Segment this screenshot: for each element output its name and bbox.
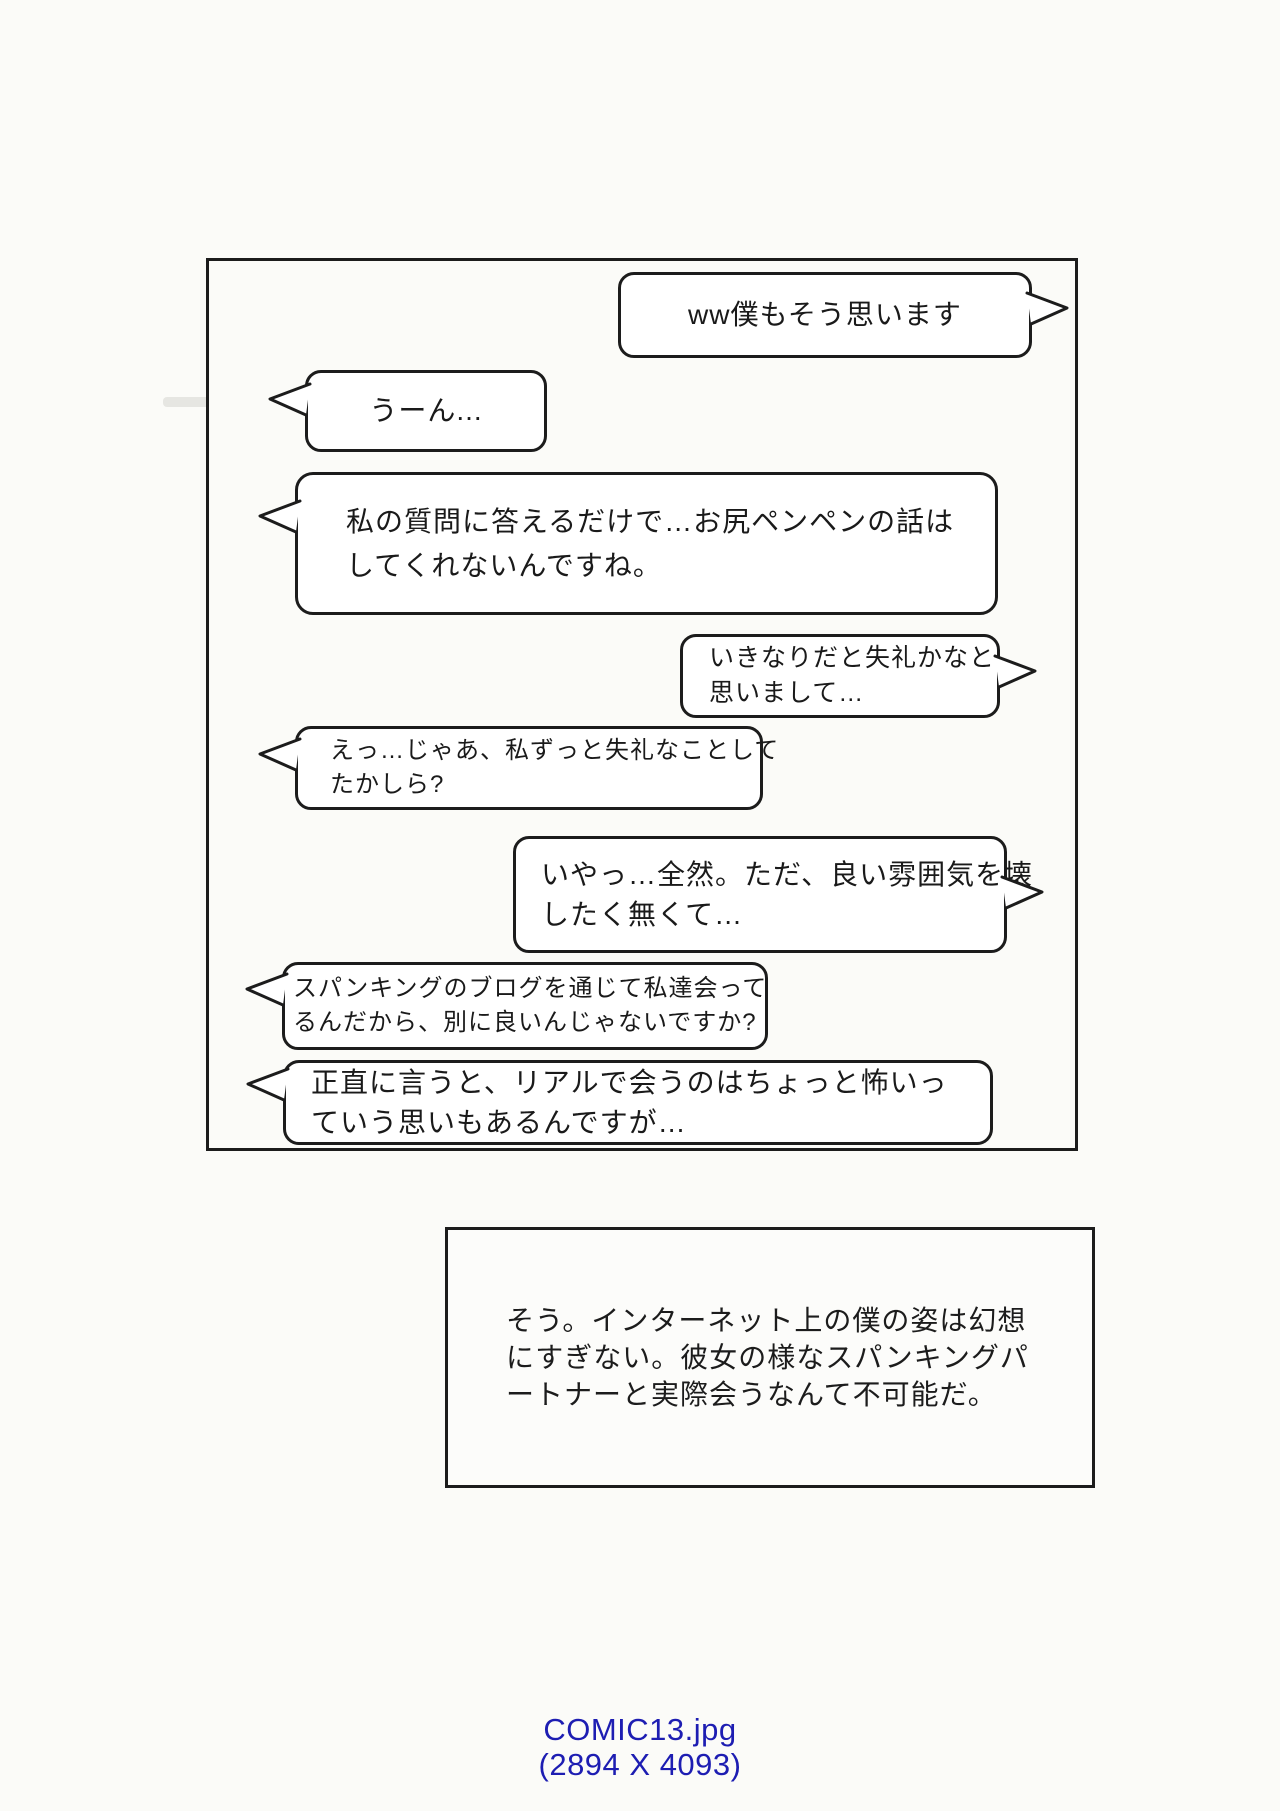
speech-bubble: ww僕もそう思います — [618, 272, 1069, 358]
speech-bubble: いやっ…全然。ただ、良い雰囲気を壊 したく無くて… — [513, 836, 1044, 953]
speech-tail-left-icon — [258, 737, 302, 772]
bubble-text: 正直に言うと、リアルで会うのはちょっと怖いっ — [311, 1066, 948, 1098]
speech-bubble: スパンキングのブログを通じて私達会って るんだから、別に良いんじゃないですか? — [245, 962, 768, 1050]
narration-text: そう。インターネット上の僕の姿は幻想 — [506, 1305, 1027, 1336]
bubble-text: たかしら? — [330, 771, 445, 798]
narration-box: そう。インターネット上の僕の姿は幻想 にすぎない。彼女の様なスパンキングパ ート… — [445, 1227, 1095, 1488]
narration-text: ートナーと実際会うなんて不可能だ。 — [506, 1379, 997, 1410]
speech-tail-left-icon — [246, 1067, 290, 1102]
speech-tail-right-icon — [993, 654, 1037, 689]
bubble-text: 私の質問に答えるだけで…お尻ペンペンの話は — [346, 505, 955, 537]
bubble-text: したく無くて… — [541, 898, 744, 930]
image-caption: COMIC13.jpg (2894 X 4093) — [0, 1712, 1280, 1782]
speech-tail-left-icon — [245, 972, 289, 1007]
bubble-text: いきなりだと失礼かなと — [709, 643, 996, 672]
speech-tail-left-icon — [258, 499, 302, 534]
speech-bubble: えっ…じゃあ、私ずっと失礼なことして たかしら? — [258, 726, 780, 810]
speech-bubble: いきなりだと失礼かなと 思いまして… — [680, 634, 1037, 718]
speech-tail-left-icon — [268, 382, 312, 417]
bubble-text: うーん... — [369, 395, 483, 427]
bubble-text: ていう思いもあるんですが… — [311, 1106, 687, 1138]
bubble-text: いやっ…全然。ただ、良い雰囲気を壊 — [541, 858, 1034, 890]
narration-text: にすぎない。彼女の様なスパンキングパ — [506, 1342, 1029, 1373]
speech-bubble: 私の質問に答えるだけで…お尻ペンペンの話は してくれないんですね。 — [258, 472, 998, 615]
bubble-text: スパンキングのブログを通じて私達会って — [293, 974, 768, 1002]
caption-dimensions: (2894 X 4093) — [538, 1747, 742, 1782]
bubble-text: 思いまして… — [709, 679, 865, 707]
caption-filename: COMIC13.jpg — [543, 1712, 737, 1747]
bubble-text: るんだから、別に良いんじゃないですか? — [293, 1009, 757, 1036]
speech-tail-right-icon — [1000, 875, 1044, 910]
speech-tail-right-icon — [1025, 291, 1069, 326]
speech-bubble: うーん... — [268, 370, 547, 452]
speech-bubble: 正直に言うと、リアルで会うのはちょっと怖いっ ていう思いもあるんですが… — [246, 1060, 993, 1145]
bubble-text: えっ…じゃあ、私ずっと失礼なことして — [330, 736, 780, 764]
bubble-text: してくれないんですね。 — [346, 549, 662, 581]
scan-artifact — [163, 397, 227, 407]
bubble-text: ww僕もそう思います — [688, 299, 962, 331]
